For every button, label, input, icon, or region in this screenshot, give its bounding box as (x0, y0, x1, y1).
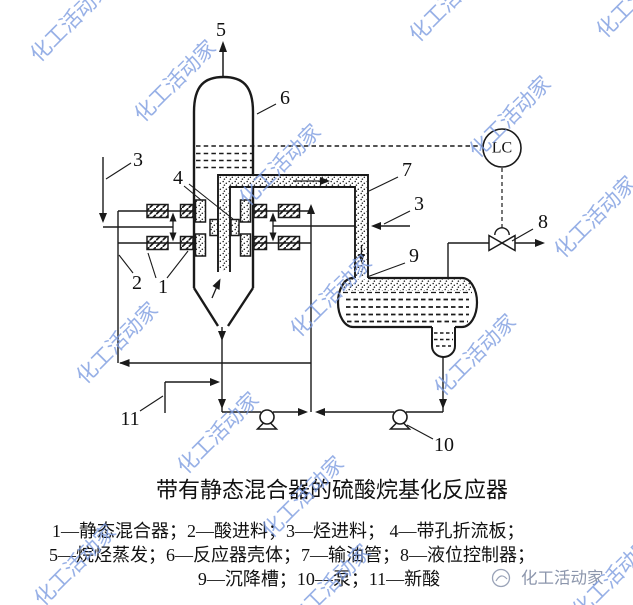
acid-feed-piping (117, 206, 312, 412)
brand-logo-text: 化工活动家 (521, 569, 604, 588)
feed-left-arrow-icon (99, 213, 107, 223)
logo-icon-swirl (495, 575, 508, 582)
label-9: 9 (409, 245, 419, 267)
liquid-level-dashes (196, 145, 482, 169)
settler-hydrocarbon-layer (343, 279, 471, 291)
boot-outlet-arrow-icon (439, 399, 447, 409)
watermark-text: 化工活动家 (25, 0, 116, 67)
label-7: 7 (402, 159, 412, 181)
fresh-acid-line (164, 381, 210, 413)
pump-left-arrow-icon (298, 408, 308, 416)
watermark-text: 化工活动家 (71, 297, 162, 388)
baffle-plate (194, 233, 207, 257)
watermark-text: 化工活动家 (172, 387, 263, 478)
baffle-plate (209, 218, 219, 237)
baffle-plate (194, 199, 207, 223)
watermark-text: 化工活动家 (404, 0, 495, 47)
settler (336, 276, 479, 412)
baffle-plate (239, 199, 252, 223)
label-6: 6 (280, 87, 290, 109)
label-2: 2 (132, 272, 142, 294)
level-controller (482, 128, 522, 168)
label-10: 10 (434, 434, 454, 456)
downcomer-flow-arrow-icon (358, 254, 365, 263)
legend-line-3: 9—沉降槽；10—泵；11—新酸 (198, 569, 440, 589)
pump-icon (392, 409, 408, 425)
level-controller-tag: LC (492, 140, 512, 157)
outlet-arrow-icon (218, 331, 226, 341)
mixing-gap-arrows (169, 212, 277, 242)
baffle-plates (194, 199, 252, 257)
outlet-arrow-icon (218, 399, 226, 409)
valve-body-icon (488, 234, 504, 252)
settler-acid-dashes (346, 298, 469, 323)
reactor-cone (192, 287, 255, 327)
return-flow-arrow-icon (119, 359, 130, 367)
pump-circuit (222, 408, 443, 430)
settler-shell (336, 276, 479, 329)
label-1: 1 (158, 276, 168, 298)
fresh-acid-arrow-icon (210, 378, 220, 386)
label-11: 11 (120, 408, 139, 430)
riser-flow-arrow-icon (307, 204, 315, 214)
transfer-duct (211, 174, 369, 299)
logo-icon (491, 568, 511, 588)
pump-right-arrow-icon (315, 408, 325, 416)
valve-body-icon (500, 234, 516, 252)
label-3-right: 3 (414, 193, 424, 215)
feed-right-arrow-icon (371, 222, 381, 230)
baffle-plate (239, 233, 252, 257)
valve-actuator-icon (494, 227, 510, 236)
label-5: 5 (216, 19, 226, 41)
control-valve (447, 227, 545, 278)
hydrocarbon-feed-left (102, 157, 173, 228)
legend-line-2: 5—烷烃蒸发；6—反应器壳体；7—输油管；8—液位控制器； (49, 545, 535, 565)
label-8: 8 (538, 211, 548, 233)
settler-boot (431, 327, 456, 358)
product-out-arrow-icon (535, 239, 545, 247)
pump-icon (259, 409, 275, 425)
duct-inner-wall (229, 186, 356, 278)
watermarks: 化工活动家 化工活动家 化工活动家 化工活动家 化工活动家 化工活动家 化工活动… (25, 0, 633, 605)
label-4: 4 (173, 167, 183, 189)
label-3-left: 3 (133, 149, 143, 171)
watermark-text: 化工活动家 (234, 119, 325, 210)
reactor-vessel (192, 41, 482, 327)
watermark-text: 化工活动家 (549, 171, 633, 262)
brand-logo: 化工活动家 (491, 568, 604, 588)
diagram-title: 带有静态混合器的硫酸烷基化反应器 (156, 478, 508, 503)
legend-line-1: 1—静态混合器；2—酸进料；3—烃进料； 4—带孔折流板； (52, 521, 525, 541)
vapor-arrow-icon (219, 41, 227, 52)
callout-leaders (105, 103, 534, 440)
baffle-plate (230, 218, 240, 237)
watermark-text: 化工活动家 (591, 0, 633, 43)
tube-inlet-arrow-icon (212, 278, 221, 290)
watermark-text: 化工活动家 (429, 309, 520, 400)
duct-flow-arrow-icon (320, 177, 330, 185)
